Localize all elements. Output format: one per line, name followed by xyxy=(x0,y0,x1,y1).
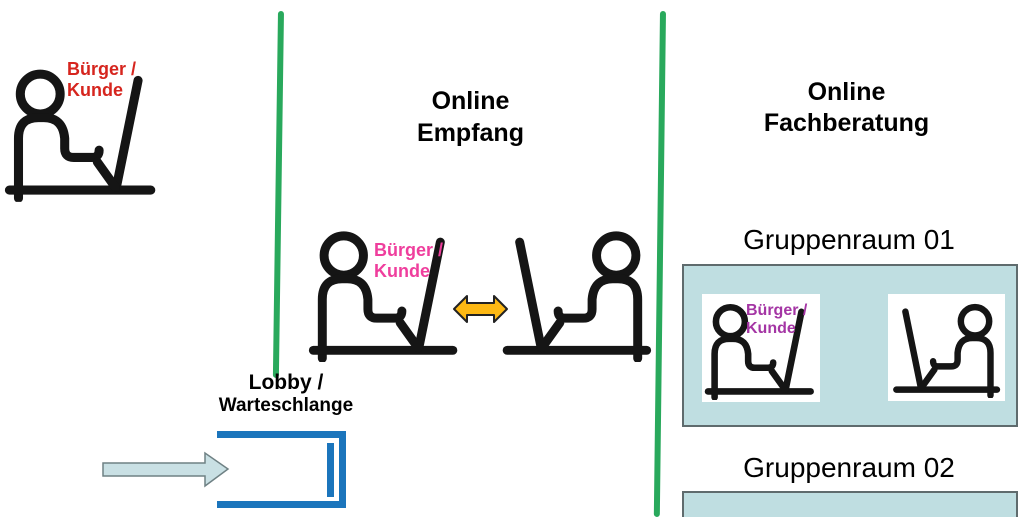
online-fachberatung-title-line1: Online xyxy=(807,78,886,106)
online-empfang-title-line2: Empfang xyxy=(417,119,524,147)
room-tile-citizen: Bürger / Kunde xyxy=(702,294,820,402)
citizen-home-label-line1: Bürger / xyxy=(67,59,137,79)
gruppenraum-01-box: Bürger / Kunde xyxy=(682,264,1018,427)
person-at-computer-icon xyxy=(500,226,652,362)
double-arrow-icon xyxy=(453,295,508,323)
gruppenraum-02-box xyxy=(682,491,1018,517)
lobby-title: Lobby / Warteschlange xyxy=(186,371,386,417)
person-at-computer-icon xyxy=(891,300,1001,398)
online-fachberatung-title-line2: Fachberatung xyxy=(763,109,930,137)
citizen-room-label: Bürger / Kunde xyxy=(746,302,807,338)
citizen-home-label: Bürger / Kunde xyxy=(67,59,136,101)
gruppenraum-01-title: Gruppenraum 01 xyxy=(743,224,955,255)
online-empfang-title-line1: Online xyxy=(431,87,510,115)
lobby-title-line2: Warteschlange xyxy=(218,395,354,416)
citizen-reception-label-line1: Bürger / xyxy=(374,240,444,260)
section-divider-left xyxy=(272,10,284,379)
online-empfang-title: Online Empfang xyxy=(368,85,573,149)
section-divider-right xyxy=(653,10,666,517)
citizen-reception-label-line2: Kunde xyxy=(374,261,430,281)
queue-entry-arrow-icon xyxy=(102,451,230,488)
gruppenraum-02-title: Gruppenraum 02 xyxy=(743,452,955,483)
online-fachberatung-title: Online Fachberatung xyxy=(744,77,949,139)
room-tile-advisor xyxy=(888,294,1005,401)
citizen-reception-label: Bürger / Kunde xyxy=(374,240,443,282)
lobby-title-line1: Lobby / xyxy=(248,371,324,394)
queue-person-marker xyxy=(327,443,334,497)
citizen-room-label-line1: Bürger / xyxy=(746,302,808,319)
citizen-room-label-line2: Kunde xyxy=(746,320,796,337)
citizen-home-label-line2: Kunde xyxy=(67,80,123,100)
queue-shape xyxy=(217,431,346,508)
